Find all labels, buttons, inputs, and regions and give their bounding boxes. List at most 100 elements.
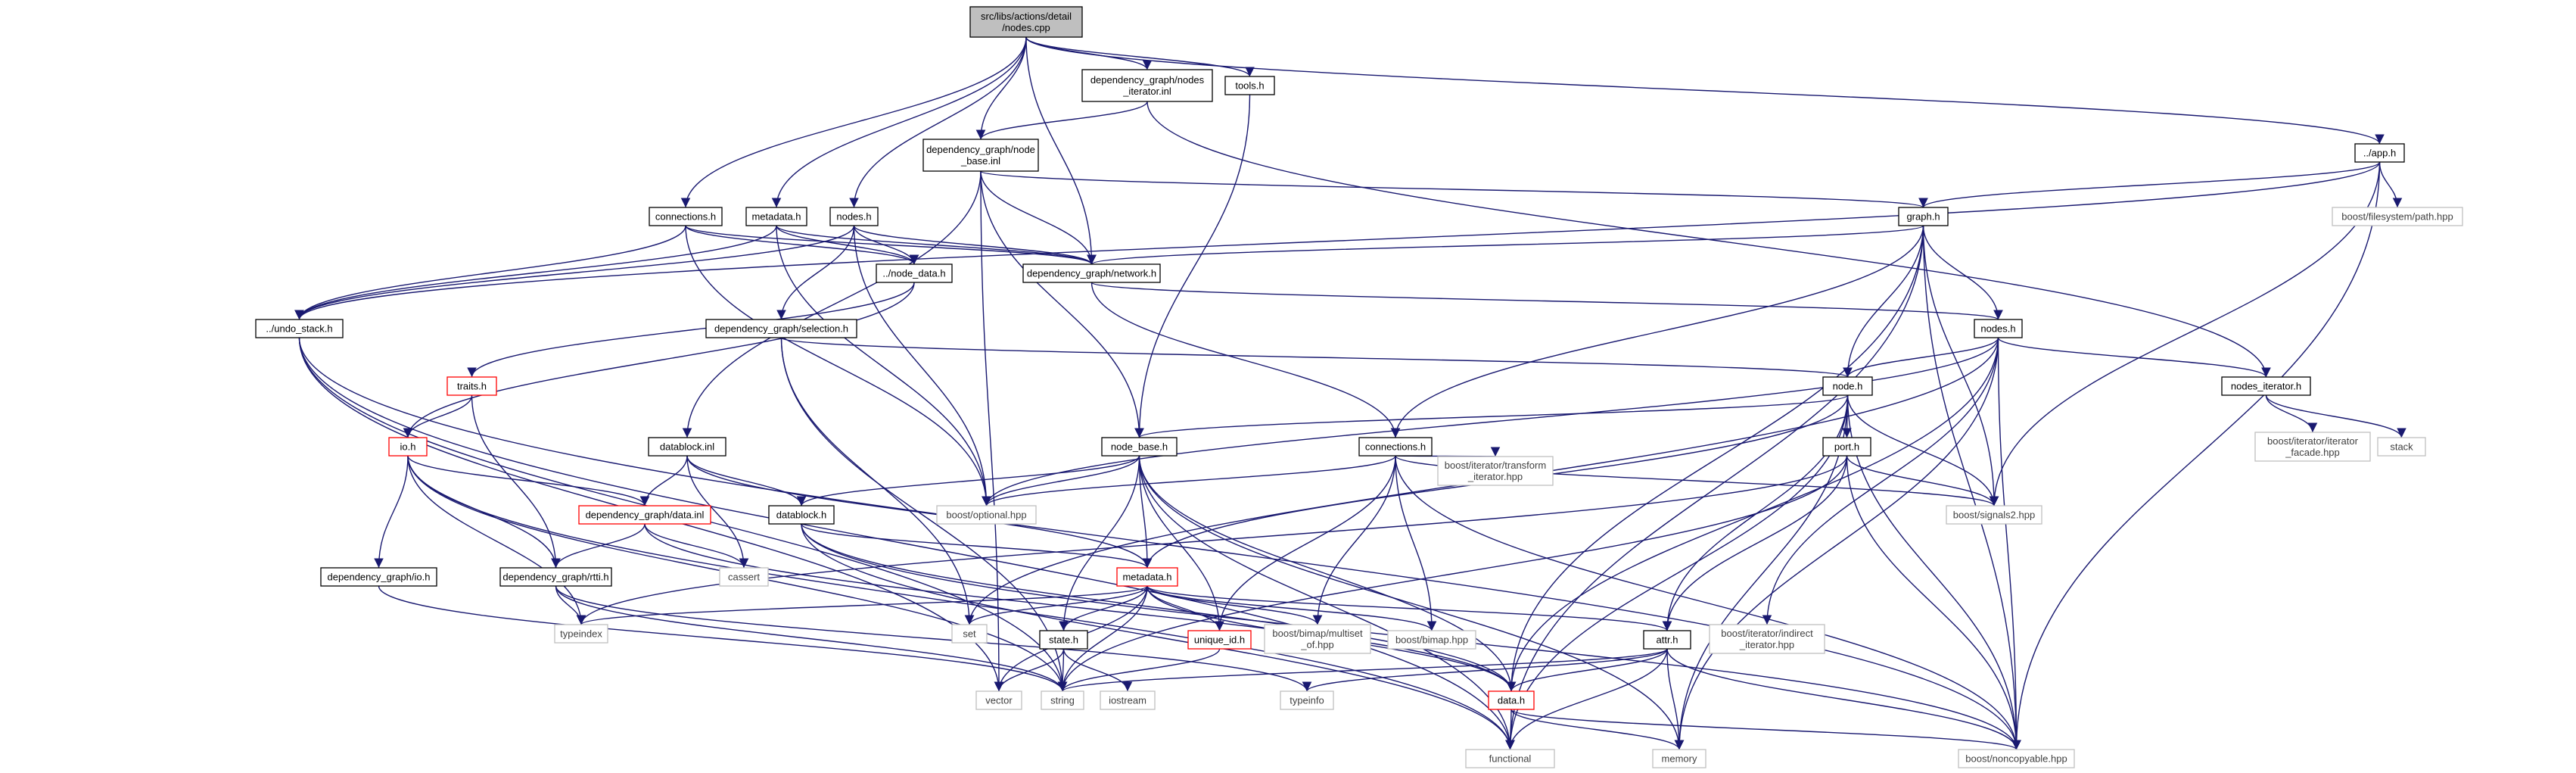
node-label: node_base.h — [1111, 441, 1168, 453]
node-label: metadata.h — [1122, 572, 1171, 583]
dependency-edge — [994, 648, 1065, 692]
node-label: node.h — [1833, 381, 1863, 392]
node-selection-h[interactable]: dependency_graph/selection.h — [705, 319, 857, 338]
dependency-edge — [467, 282, 915, 378]
node-label: graph.h — [1906, 211, 1940, 223]
dependency-edge — [294, 225, 686, 320]
node-box — [1898, 207, 1949, 226]
node-iter-facade[interactable]: boost/iterator/iterator_facade.hpp — [2254, 432, 2371, 462]
dependency-edge — [2378, 161, 2403, 208]
dependency-edge — [294, 225, 855, 320]
node-port-h[interactable]: port.h — [1822, 437, 1871, 457]
node-label: nodes.h — [836, 211, 871, 223]
node-label: typeinfo — [1290, 695, 1324, 706]
node-datablock-inl[interactable]: datablock.inl — [648, 437, 726, 457]
dependency-edge — [849, 36, 1027, 208]
dependency-edge — [1997, 337, 2021, 750]
dependency-edge — [1134, 94, 1251, 438]
node-nodes-h-mid[interactable]: nodes.h — [1974, 319, 2023, 338]
node-box — [951, 624, 988, 644]
dependency-edge — [980, 170, 1097, 265]
node-stack[interactable]: stack — [2377, 437, 2426, 457]
node-label: dependency_graph/network.h — [1027, 268, 1156, 279]
node-box — [1224, 76, 1275, 95]
node-root[interactable]: src/libs/actions/detail/nodes.cpp — [969, 6, 1083, 38]
node-dg-io-h[interactable]: dependency_graph/io.h — [320, 567, 437, 587]
dependency-edge — [1087, 225, 1924, 265]
node-iter-indirect[interactable]: boost/iterator/indirect_iterator.hpp — [1709, 624, 1825, 654]
node-traits-h[interactable]: traits.h — [446, 376, 497, 396]
node-nodes-iterator-h[interactable]: nodes_iterator.h — [2221, 376, 2311, 396]
node-bimap-hpp[interactable]: boost/bimap.hpp — [1387, 630, 1476, 650]
node-label: boost/optional.hpp — [946, 510, 1026, 521]
node-label: iostream — [1109, 695, 1146, 706]
node-label: attr.h — [1657, 634, 1678, 646]
node-signals2-hpp[interactable]: boost/signals2.hpp — [1946, 505, 2042, 525]
node-bimap-multiset[interactable]: boost/bimap/multiset_of.hpp — [1264, 624, 1371, 654]
dependency-edge — [1506, 648, 1668, 692]
node-app-h[interactable]: ../app.h — [2354, 143, 2405, 163]
node-memory[interactable]: memory — [1652, 749, 1706, 768]
node-label: functional — [1489, 753, 1532, 765]
node-network-h[interactable]: dependency_graph/network.h — [1022, 263, 1161, 283]
node-io-h[interactable]: io.h — [388, 437, 428, 457]
node-data-h[interactable]: data.h — [1488, 690, 1535, 710]
dependency-edge — [1666, 648, 2021, 750]
node-box — [554, 624, 608, 644]
node-box — [745, 207, 807, 226]
node-optional-hpp[interactable]: boost/optional.hpp — [936, 505, 1037, 525]
node-node-h[interactable]: node.h — [1822, 376, 1873, 396]
node-typeindex[interactable]: typeindex — [554, 624, 608, 644]
node-label: traits.h — [457, 381, 487, 392]
node-label: boost/signals2.hpp — [1953, 510, 2035, 521]
node-typeinfo[interactable]: typeinfo — [1280, 690, 1334, 710]
node-vector[interactable]: vector — [975, 690, 1022, 710]
node-functional[interactable]: functional — [1465, 749, 1555, 768]
node-node-base-h[interactable]: node_base.h — [1101, 437, 1178, 457]
node-string[interactable]: string — [1041, 690, 1084, 710]
dependency-edge — [1506, 225, 1924, 692]
node-unique-id-h[interactable]: unique_id.h — [1187, 630, 1252, 650]
node-label: /nodes.cpp — [1002, 22, 1050, 33]
node-box — [922, 139, 1039, 172]
dependency-edge — [853, 225, 1097, 265]
node-cassert[interactable]: cassert — [719, 567, 769, 587]
node-metadata-h-mid[interactable]: metadata.h — [1116, 567, 1178, 587]
node-metadata-h-top[interactable]: metadata.h — [745, 207, 807, 226]
node-state-h[interactable]: state.h — [1039, 630, 1088, 650]
node-noncopyable[interactable]: boost/noncopyable.hpp — [1958, 749, 2075, 768]
dependency-edge — [980, 170, 1004, 692]
node-data-inl[interactable]: dependency_graph/data.inl — [578, 505, 711, 525]
dependency-edge — [975, 101, 1148, 140]
node-node-data-h[interactable]: ../node_data.h — [876, 263, 953, 283]
node-rtti-h[interactable]: dependency_graph/rtti.h — [499, 567, 612, 587]
node-box — [1488, 690, 1535, 710]
node-nodes-iterator-inl[interactable]: dependency_graph/nodes_iterator.inl — [1081, 69, 1213, 102]
node-box — [2354, 143, 2405, 163]
node-nodes-h-top[interactable]: nodes.h — [829, 207, 879, 226]
dependency-edge — [1997, 337, 2271, 378]
node-attr-h[interactable]: attr.h — [1643, 630, 1691, 650]
node-box — [1437, 456, 1554, 486]
node-box — [1709, 624, 1825, 654]
node-iostream[interactable]: iostream — [1100, 690, 1156, 710]
node-label: ../app.h — [2363, 148, 2396, 159]
node-fs-path[interactable]: boost/filesystem/path.hpp — [2332, 207, 2463, 226]
node-graph-h[interactable]: graph.h — [1898, 207, 1949, 226]
node-datablock-h[interactable]: datablock.h — [768, 505, 835, 525]
node-tools-h[interactable]: tools.h — [1224, 76, 1275, 95]
node-node-base-inl[interactable]: dependency_graph/node_base.inl — [922, 139, 1039, 172]
node-set[interactable]: set — [951, 624, 988, 644]
dependency-edge — [403, 282, 915, 438]
node-iter-transform[interactable]: boost/iterator/transform_iterator.hpp — [1437, 456, 1554, 486]
dependency-edge — [1395, 455, 2021, 750]
node-box — [969, 6, 1083, 38]
node-label: port.h — [1834, 441, 1859, 453]
dependency-edge — [982, 455, 1140, 507]
node-label: data.h — [1498, 695, 1525, 706]
node-connections-h-mid[interactable]: connections.h — [1358, 437, 1433, 457]
node-undo-stack-h[interactable]: ../undo_stack.h — [255, 319, 344, 338]
dependency-edge — [2011, 161, 2381, 750]
node-connections-h-top[interactable]: connections.h — [649, 207, 723, 226]
